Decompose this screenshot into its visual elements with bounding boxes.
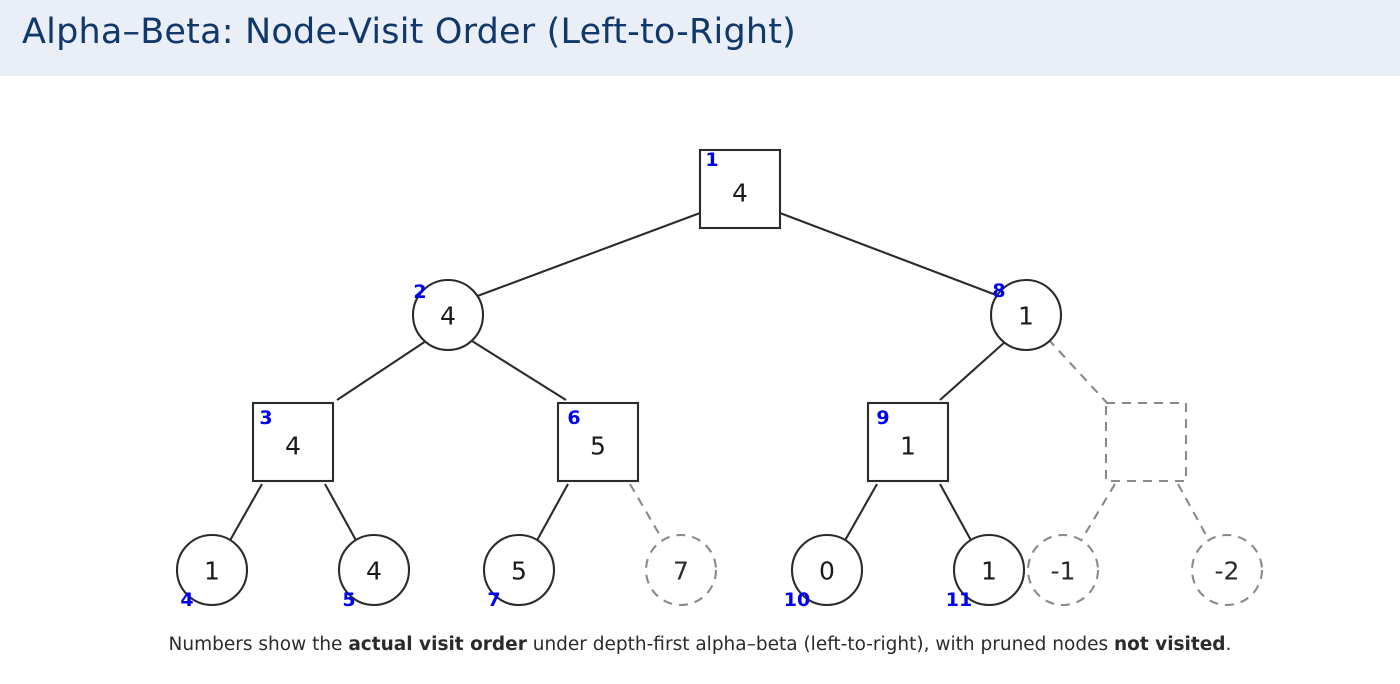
- tree-edge-pruned: [629, 483, 666, 545]
- tree-node-pruned-n-rr[interactable]: [1104, 401, 1188, 483]
- tree-node-n-l[interactable]: [411, 278, 485, 352]
- visit-order-label-root: 1: [705, 149, 718, 171]
- visit-order-label-n-ll: 3: [259, 407, 272, 429]
- tree-edge: [336, 340, 427, 401]
- tree-node-lf-1[interactable]: [175, 533, 249, 607]
- node-value-lf-2: 4: [366, 557, 382, 586]
- node-value-root: 4: [732, 179, 748, 208]
- visit-order-label-lf-5: 10: [784, 589, 810, 611]
- caption-bold-2: not visited: [1113, 634, 1226, 655]
- tree-edge: [939, 340, 1007, 401]
- visit-order-label-lf-3: 7: [487, 589, 500, 611]
- tree-node-lf-2[interactable]: [337, 533, 411, 607]
- tree-edge-pruned: [1078, 483, 1116, 545]
- page-title: Alpha–Beta: Node-Visit Order (Left-to-Ri…: [22, 12, 797, 52]
- visit-order-label-lf-1: 4: [180, 589, 193, 611]
- tree-edge: [324, 483, 359, 545]
- node-value-lf-1: 1: [204, 557, 220, 586]
- tree-node-pruned-lf-8[interactable]: [1190, 533, 1264, 607]
- visit-order-label-n-l: 2: [413, 281, 426, 303]
- visit-order-label-n-rl: 9: [876, 407, 889, 429]
- caption-bold-1: actual visit order: [348, 634, 527, 655]
- node-value-n-rl: 1: [900, 432, 916, 461]
- node-value-lf-4: 7: [673, 557, 689, 586]
- visit-order-label-n-lr: 6: [567, 407, 580, 429]
- node-value-n-lr: 5: [590, 432, 606, 461]
- tree-edge: [939, 483, 974, 545]
- node-value-lf-5: 0: [819, 557, 835, 586]
- tree-node-root[interactable]: [698, 148, 782, 230]
- visit-order-label-lf-2: 5: [342, 589, 355, 611]
- visit-order-label-n-r: 8: [992, 280, 1005, 302]
- tree-edge: [842, 483, 878, 545]
- tree-node-n-r[interactable]: [989, 278, 1063, 352]
- node-value-lf-7: -1: [1051, 557, 1076, 586]
- tree-node-lf-6[interactable]: [952, 533, 1026, 607]
- node-value-lf-3: 5: [511, 557, 527, 586]
- caption-part-2: under depth-first alpha–beta (left-to-ri…: [526, 634, 1114, 655]
- tree-edge: [779, 212, 1005, 299]
- tree-edge: [227, 483, 263, 545]
- tree-node-lf-3[interactable]: [482, 533, 556, 607]
- node-value-lf-8: -2: [1215, 557, 1240, 586]
- title-band: [0, 0, 1400, 76]
- caption-part-3: .: [1225, 634, 1232, 655]
- node-value-n-l: 4: [440, 302, 456, 331]
- tree-node-pruned-lf-4[interactable]: [644, 533, 718, 607]
- edges-layer: [227, 212, 1212, 545]
- tree-edge: [471, 212, 701, 299]
- tree-node-n-lr[interactable]: [556, 401, 640, 483]
- tree-edge: [471, 340, 567, 401]
- caption: Numbers show the actual visit order unde…: [0, 634, 1400, 655]
- tree-node-lf-5[interactable]: [790, 533, 864, 607]
- node-value-lf-6: 1: [981, 557, 997, 586]
- tree-node-n-rl[interactable]: [866, 401, 950, 483]
- tree-edge-pruned: [1177, 483, 1212, 545]
- tree-edge-pruned: [1047, 338, 1109, 405]
- tree-node-pruned-lf-7[interactable]: [1026, 533, 1100, 607]
- caption-part-1: Numbers show the: [168, 634, 349, 655]
- tree-node-n-ll[interactable]: [251, 401, 335, 483]
- node-value-n-ll: 4: [285, 432, 301, 461]
- tree-edge: [534, 483, 569, 545]
- visit-order-label-lf-6: 11: [946, 589, 972, 611]
- node-value-n-r: 1: [1018, 302, 1034, 331]
